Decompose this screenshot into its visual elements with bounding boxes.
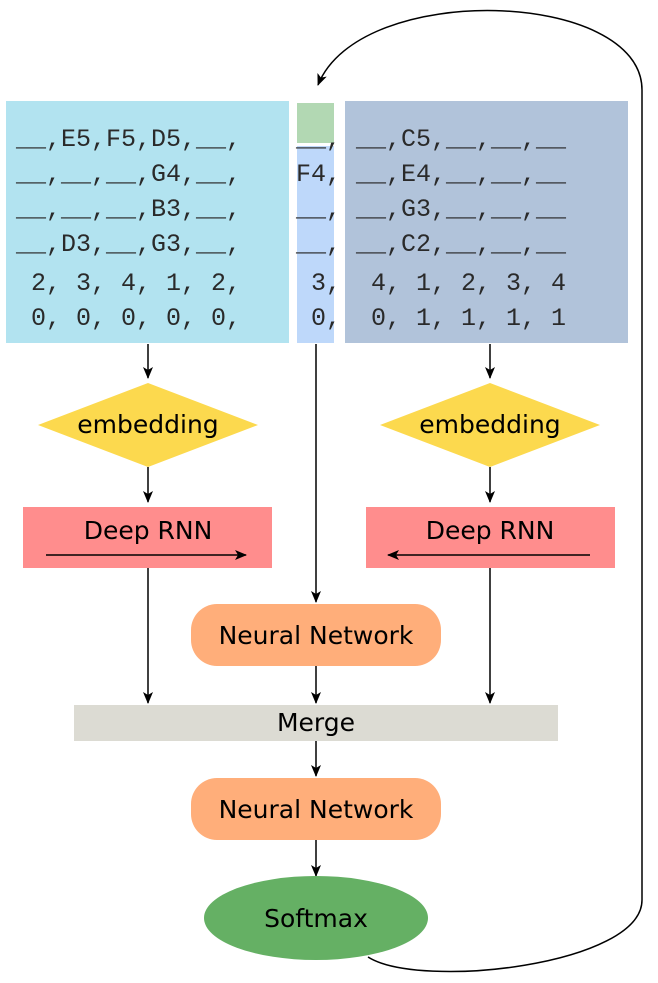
neural-network-bottom-box [191, 778, 441, 840]
left-context-row: 2, 3, 4, 1, 2, [16, 269, 241, 298]
center-column-row: 0, [296, 304, 341, 333]
right-context-background [345, 101, 628, 343]
neural-network-top-node: Neural Network [191, 604, 441, 666]
neural-network-bottom-label: Neural Network [219, 795, 414, 824]
softmax-label: Softmax [264, 904, 368, 933]
embedding-left-label: embedding [77, 410, 218, 439]
embedding-right-node: embedding [380, 383, 600, 467]
left-context-background [6, 101, 289, 343]
neural-network-top-box [191, 604, 441, 666]
right-context-row: 4, 1, 2, 3, 4 [356, 269, 566, 298]
left-context-row: __,D3,__,G3,__, [15, 230, 241, 259]
right-context-row: __,C5,__,__,__ [355, 125, 567, 154]
feedback-loop-arrow [317, 9, 643, 973]
left-context-row: __,E5,F5,D5,__, [15, 125, 241, 154]
neural-network-top-label: Neural Network [219, 621, 414, 650]
deep-rnn-left-box [23, 507, 272, 568]
center-column-row: __, [295, 230, 341, 259]
embedding-left-node: embedding [38, 383, 258, 467]
right-context-row: __,E4,__,__,__ [355, 160, 567, 189]
center-column-row: F4, [296, 160, 341, 189]
left-context-row: __,__,__,G4,__, [15, 160, 241, 189]
center-target-cell [297, 103, 334, 143]
deep-rnn-left-label: Deep RNN [84, 516, 213, 545]
center-column-row: 3, [296, 269, 341, 298]
left-context-grid: __,E5,F5,D5,__, __,__,__,G4,__, __,__,__… [6, 101, 289, 343]
merge-label: Merge [277, 708, 355, 737]
right-context-grid: __,C5,__,__,__ __,E4,__,__,__ __,G3,__,_… [345, 101, 628, 343]
embedding-left-shape [38, 383, 258, 467]
right-context-row: __,G3,__,__,__ [355, 195, 567, 224]
left-context-row: __,__,__,B3,__, [15, 195, 241, 224]
deep-rnn-right-node: Deep RNN [366, 507, 615, 568]
deep-rnn-right-label: Deep RNN [426, 516, 555, 545]
deep-rnn-right-box [366, 507, 615, 568]
left-context-row: 0, 0, 0, 0, 0, [16, 304, 241, 333]
embedding-right-shape [380, 383, 600, 467]
softmax-shape [204, 876, 428, 960]
embedding-right-label: embedding [419, 410, 560, 439]
neural-network-bottom-node: Neural Network [191, 778, 441, 840]
center-column-row: __, [295, 195, 341, 224]
center-column-row: __, [295, 125, 341, 154]
center-column-background [297, 146, 334, 343]
softmax-node: Softmax [204, 876, 428, 960]
right-context-row: __,C2,__,__,__ [355, 230, 567, 259]
right-context-row: 0, 1, 1, 1, 1 [356, 304, 566, 333]
merge-box [74, 705, 558, 741]
center-column: __, F4, __, __, 3, 0, [295, 103, 341, 343]
merge-node: Merge [74, 705, 558, 741]
deep-rnn-left-node: Deep RNN [23, 507, 272, 568]
